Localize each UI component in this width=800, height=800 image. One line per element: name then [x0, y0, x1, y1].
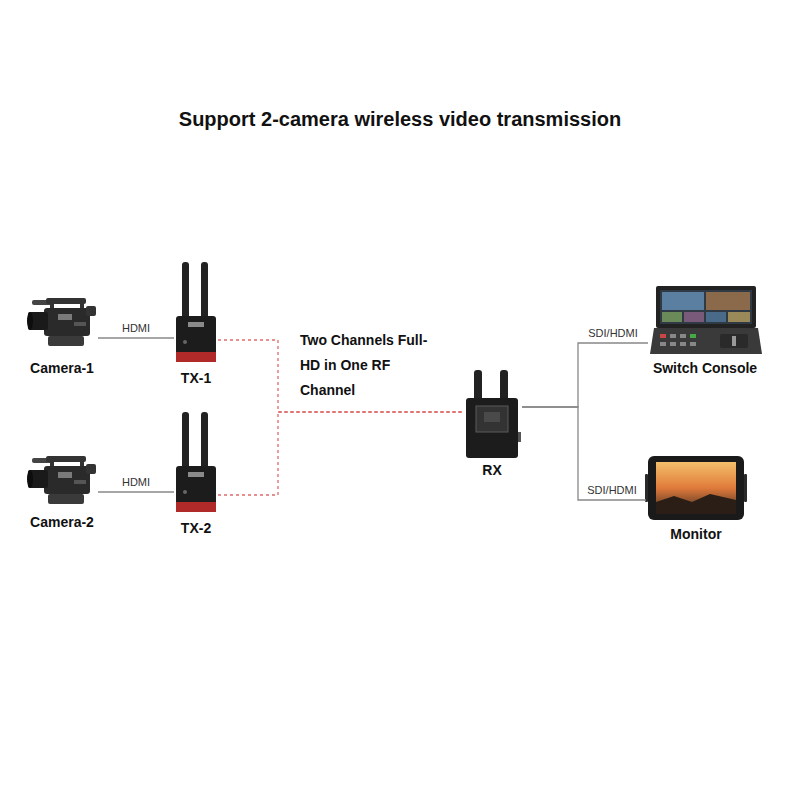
switcher-node: Switch Console	[648, 282, 762, 376]
device-label: Camera-1	[30, 360, 94, 376]
receiver-icon	[466, 370, 521, 458]
device-label: Camera-2	[30, 514, 94, 530]
channel-note: Two Channels Full-HD in One RF Channel	[300, 328, 440, 403]
cable-line	[522, 343, 648, 407]
device-label: Monitor	[670, 526, 721, 542]
device-label: RX	[482, 462, 501, 478]
signal-label: HDMI	[120, 322, 152, 335]
camera-icon	[27, 298, 96, 346]
cable-line	[98, 337, 174, 338]
diagram-title: Support 2-camera wireless video transmis…	[0, 108, 800, 131]
transmitter-node: TX-2	[174, 408, 218, 536]
device-label: Switch Console	[653, 360, 757, 376]
wireless-link	[218, 340, 462, 412]
camera-node: Camera-2	[26, 452, 98, 530]
switcher-icon	[650, 286, 762, 354]
monitor-node: Monitor	[646, 452, 746, 542]
device-label: TX-1	[181, 370, 211, 386]
signal-label: SDI/HDMI	[586, 327, 640, 340]
receiver-node: RX	[462, 366, 522, 478]
transmitter-node: TX-1	[174, 258, 218, 386]
device-label: TX-2	[181, 520, 211, 536]
transmitter-icon	[176, 412, 216, 512]
camera-icon	[27, 456, 96, 504]
signal-label: SDI/HDMI	[585, 484, 639, 497]
signal-label: HDMI	[120, 476, 152, 489]
monitor-icon	[645, 456, 747, 520]
cable-line	[98, 491, 174, 492]
camera-node: Camera-1	[26, 294, 98, 376]
cable-line	[522, 407, 646, 500]
wireless-link	[218, 412, 462, 495]
transmitter-icon	[176, 262, 216, 362]
